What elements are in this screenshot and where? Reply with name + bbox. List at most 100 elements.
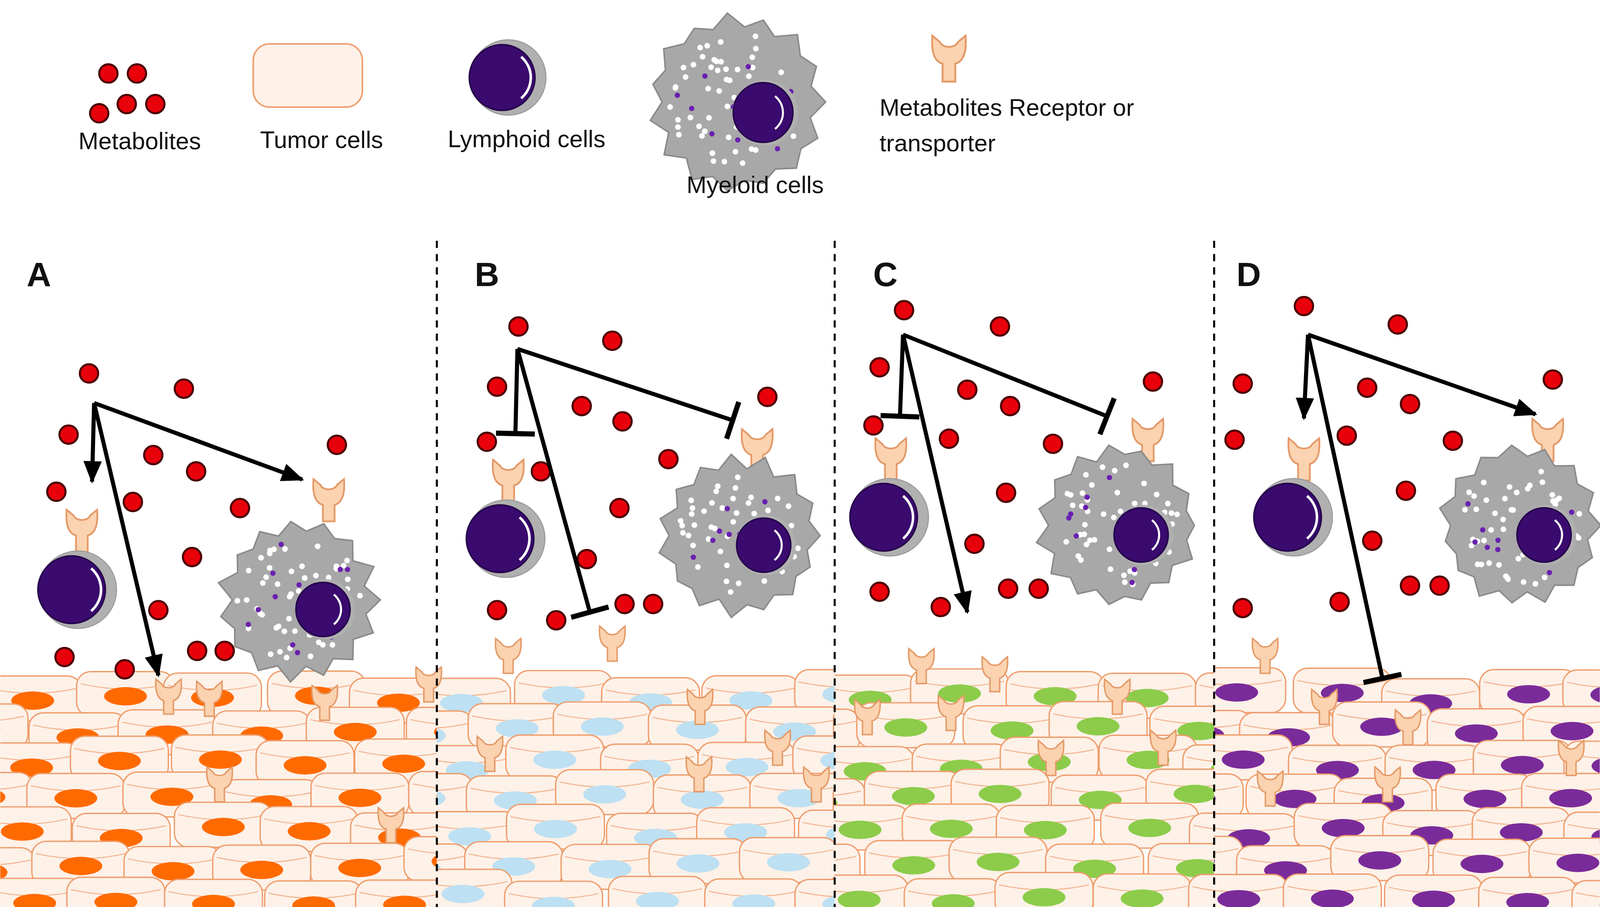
- granule: [709, 131, 715, 137]
- granule: [1514, 489, 1520, 496]
- inhibition-line: [515, 348, 518, 434]
- granule: [689, 505, 696, 511]
- receptor-symbol: [492, 459, 524, 502]
- cell-nucleus: [1507, 684, 1550, 704]
- granule: [716, 528, 723, 534]
- granule: [725, 134, 732, 141]
- panel-label: B: [474, 257, 499, 292]
- granule: [724, 103, 731, 110]
- granule: [329, 641, 336, 648]
- granule: [1492, 510, 1498, 517]
- metabolite-dot: [939, 429, 959, 448]
- granule: [1153, 491, 1160, 498]
- cell-nucleus: [292, 896, 336, 907]
- granule: [282, 546, 289, 552]
- receptor-shape: [803, 766, 830, 802]
- metabolite-dot: [230, 498, 249, 518]
- metabolite-dot: [188, 641, 207, 660]
- metabolite-dot: [864, 416, 883, 435]
- granule: [288, 568, 295, 575]
- metabolite-dot: [174, 379, 194, 398]
- granule: [714, 67, 721, 74]
- cell-nucleus: [1221, 750, 1265, 769]
- cell-nucleus: [338, 788, 382, 807]
- granule: [765, 507, 771, 514]
- granule: [258, 554, 265, 561]
- granule: [790, 133, 797, 139]
- metabolite-dot: [215, 641, 234, 660]
- granule: [1502, 495, 1508, 502]
- granule: [711, 525, 718, 532]
- stimulation-arrow: [94, 402, 159, 676]
- cell-nucleus: [436, 789, 446, 808]
- stimulation-arrow: [1304, 334, 1309, 418]
- cell-top: [834, 790, 861, 796]
- granule: [695, 564, 702, 570]
- metabolite-dot: [1001, 396, 1020, 415]
- receptor-symbol: [1252, 638, 1279, 673]
- metabolite-dot: [965, 534, 984, 553]
- granule: [1063, 538, 1070, 545]
- granule: [667, 104, 673, 110]
- granule: [314, 543, 321, 550]
- granule: [1532, 580, 1539, 587]
- granule: [1084, 494, 1090, 500]
- granule: [680, 64, 687, 71]
- inhibition-bar: [880, 415, 920, 418]
- tumor-cell: [404, 836, 437, 882]
- cell-nucleus: [383, 895, 427, 907]
- cell-highlight: [774, 530, 782, 561]
- cell-nucleus: [240, 860, 284, 879]
- granule: [1495, 546, 1501, 553]
- metabolite-dot: [603, 331, 622, 350]
- metabolite-dot: [1357, 378, 1376, 397]
- cell-top: [1576, 892, 1600, 898]
- receptor-shape: [155, 679, 182, 714]
- granule: [1168, 510, 1175, 516]
- granule: [245, 567, 252, 574]
- granule: [753, 45, 759, 52]
- legend-label: Metabolites: [78, 123, 202, 159]
- cell-membrane: [650, 13, 826, 191]
- granule: [1465, 500, 1471, 507]
- granule: [299, 563, 306, 570]
- panel-divider: [1213, 240, 1216, 907]
- cell-top: [834, 887, 904, 893]
- tumor-tissue: [436, 669, 835, 907]
- metabolite-dot: [996, 483, 1016, 502]
- cell-top: [1213, 786, 1239, 792]
- cell-body: [504, 881, 603, 907]
- cell-nucleus: [201, 817, 245, 836]
- granule: [1496, 561, 1503, 568]
- granule: [785, 503, 792, 510]
- granule: [1541, 574, 1548, 581]
- granule: [705, 114, 712, 121]
- granule: [690, 61, 697, 68]
- cell-nucleus: [1506, 892, 1550, 907]
- metabolite-dot: [1143, 372, 1162, 391]
- cell-top: [0, 715, 24, 721]
- metabolite-dot: [90, 104, 109, 123]
- cell-top: [436, 722, 470, 728]
- tumor-cell: [1093, 873, 1192, 907]
- granule: [1089, 481, 1095, 488]
- cell-body: [264, 880, 363, 907]
- receptor-shape: [1288, 438, 1320, 481]
- granule: [752, 33, 759, 40]
- receptor-shape: [1150, 730, 1176, 766]
- cell-body: [994, 872, 1093, 907]
- cell-nucleus: [976, 852, 1020, 871]
- tumor-cell: [504, 881, 603, 907]
- granule: [283, 654, 290, 661]
- metabolite-dot: [47, 482, 66, 501]
- cell-highlight: [521, 56, 531, 98]
- cell-nucleus: [1599, 896, 1600, 907]
- cell-nucleus: [382, 754, 426, 773]
- cell-highlight: [519, 517, 530, 560]
- cell-highlight: [91, 568, 102, 611]
- metabolite-dot: [931, 597, 950, 616]
- tumor-cell: [174, 802, 273, 848]
- tumor-cell: [0, 703, 29, 749]
- inhibition-line: [517, 348, 590, 613]
- cell-nucleus: [884, 718, 928, 737]
